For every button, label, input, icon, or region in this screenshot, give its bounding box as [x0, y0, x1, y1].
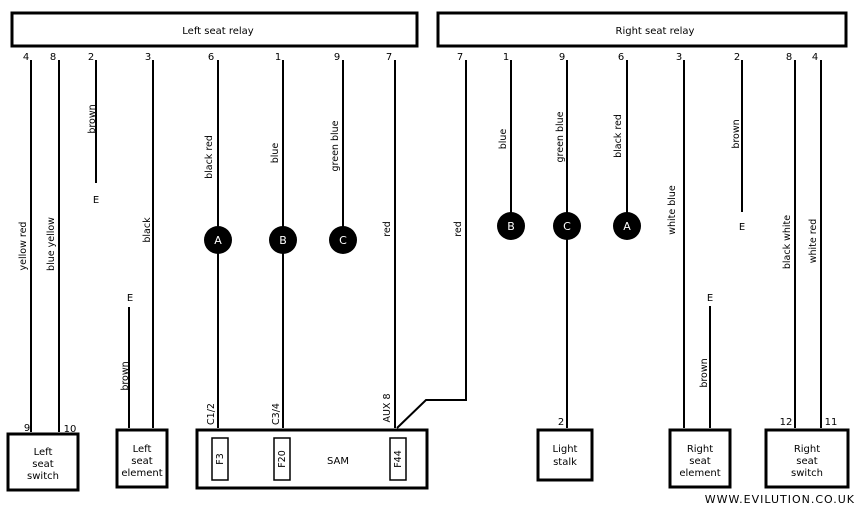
sam-title: SAM: [327, 456, 349, 467]
left-seat-relay-title: Left seat relay: [182, 26, 254, 37]
fuse-label-f20: F20: [277, 450, 288, 468]
left-seat-switch-line2: seat: [32, 459, 53, 470]
left-pin-6: 6: [208, 52, 214, 63]
wire-label-blue-yellow: blue yellow: [46, 217, 57, 271]
fuse-label-f3: F3: [215, 453, 226, 465]
right-pin-6: 6: [618, 52, 624, 63]
wire-label-black-red-left: black red: [204, 135, 215, 179]
svg-text:B: B: [279, 234, 287, 247]
left-seat-switch-pin-10: 10: [64, 424, 77, 435]
left-pin-4: 4: [23, 52, 29, 63]
right-pin-2: 2: [734, 52, 740, 63]
earth-label-left-element: E: [127, 293, 133, 304]
right-pin-9: 9: [559, 52, 565, 63]
site-url: WWW.EVILUTION.CO.UK: [705, 493, 855, 506]
right-seat-switch-box: [764, 428, 850, 489]
fuse-f44: [389, 437, 407, 481]
left-seat-element-line2: seat: [131, 456, 152, 467]
right-seat-switch-line1: Right: [794, 444, 820, 455]
right-pin-3: 3: [676, 52, 682, 63]
wire-label-yellow-red: yellow red: [18, 222, 29, 271]
right-seat-element-line3: element: [679, 468, 720, 479]
light-stalk-box: [536, 428, 594, 482]
wire-label-blue-right: blue: [498, 129, 509, 150]
wire-label-brown-left-relay: brown: [87, 104, 98, 133]
marker-a-right: A: [613, 212, 641, 240]
right-pin-4: 4: [812, 52, 818, 63]
wire-label-red-left: red: [382, 221, 393, 237]
left-seat-element-line1: Left: [133, 444, 152, 455]
left-seat-switch-pin-9: 9: [24, 423, 30, 434]
svg-text:A: A: [214, 234, 222, 247]
left-seat-element-line3: element: [121, 468, 162, 479]
svg-text:C: C: [339, 234, 347, 247]
right-seat-relay-box: [436, 11, 848, 48]
left-seat-element-box: [115, 428, 169, 489]
right-seat-relay-title: Right seat relay: [616, 26, 695, 37]
right-seat-element-line2: seat: [689, 456, 710, 467]
svg-text:B: B: [507, 220, 515, 233]
right-seat-switch-line2: seat: [796, 456, 817, 467]
left-pin-1: 1: [275, 52, 281, 63]
right-seat-element-line1: Right: [687, 444, 713, 455]
marker-a-left: A: [204, 226, 232, 254]
wire-label-green-blue-right: green blue: [555, 111, 566, 162]
left-pin-3: 3: [145, 52, 151, 63]
left-pin-8: 8: [50, 52, 56, 63]
light-stalk-pin-2: 2: [558, 417, 564, 428]
sam-connector-c3-4: C3/4: [271, 403, 282, 425]
right-pin-8: 8: [786, 52, 792, 63]
left-seat-switch-line1: Left: [34, 447, 53, 458]
left-seat-switch-box: [6, 432, 80, 492]
svg-text:A: A: [623, 220, 631, 233]
left-seat-relay-box: [10, 11, 419, 48]
svg-text:C: C: [563, 220, 571, 233]
earth-label-right-element: E: [707, 293, 713, 304]
right-seat-switch-pin-12: 12: [780, 417, 793, 428]
right-pin-7: 7: [457, 52, 463, 63]
wire-label-black: black: [142, 217, 153, 243]
right-seat-element-box: [668, 428, 732, 489]
fuse-label-f44: F44: [393, 450, 404, 468]
wire-label-brown-right-relay: brown: [731, 119, 742, 148]
light-stalk-line2: stalk: [553, 457, 577, 468]
left-pin-7: 7: [386, 52, 392, 63]
earth-label-left-relay: E: [93, 195, 99, 206]
right-seat-switch-pin-11: 11: [825, 417, 838, 428]
wire-label-brown-right-element: brown: [699, 358, 710, 387]
fuse-f20: [273, 437, 291, 481]
wire-label-black-red-right: black red: [613, 114, 624, 158]
light-stalk-line1: Light: [553, 444, 578, 455]
marker-b-left: B: [269, 226, 297, 254]
sam-box: [195, 428, 429, 490]
left-pin-9: 9: [334, 52, 340, 63]
wire-label-blue-left: blue: [270, 143, 281, 164]
right-seat-switch-line3: switch: [791, 468, 823, 479]
marker-c-left: C: [329, 226, 357, 254]
wire-label-black-white: black white: [782, 215, 793, 269]
wire-label-white-red: white red: [808, 219, 819, 264]
sam-connector-c1-2: C1/2: [206, 403, 217, 425]
fuse-f3: [211, 437, 229, 481]
left-seat-switch-line3: switch: [27, 471, 59, 482]
right-pin-1: 1: [503, 52, 509, 63]
wire-label-red-right: red: [453, 221, 464, 237]
sam-connector-aux-8: AUX 8: [382, 393, 393, 422]
wire-label-brown-left-element: brown: [120, 361, 131, 390]
marker-c-right: C: [553, 212, 581, 240]
wire-red-right: [396, 60, 467, 429]
wire-label-green-blue-left: green blue: [330, 120, 341, 171]
wire-label-white-blue: white blue: [667, 185, 678, 235]
left-pin-2: 2: [88, 52, 94, 63]
marker-b-right: B: [497, 212, 525, 240]
earth-label-right-relay: E: [739, 222, 745, 233]
